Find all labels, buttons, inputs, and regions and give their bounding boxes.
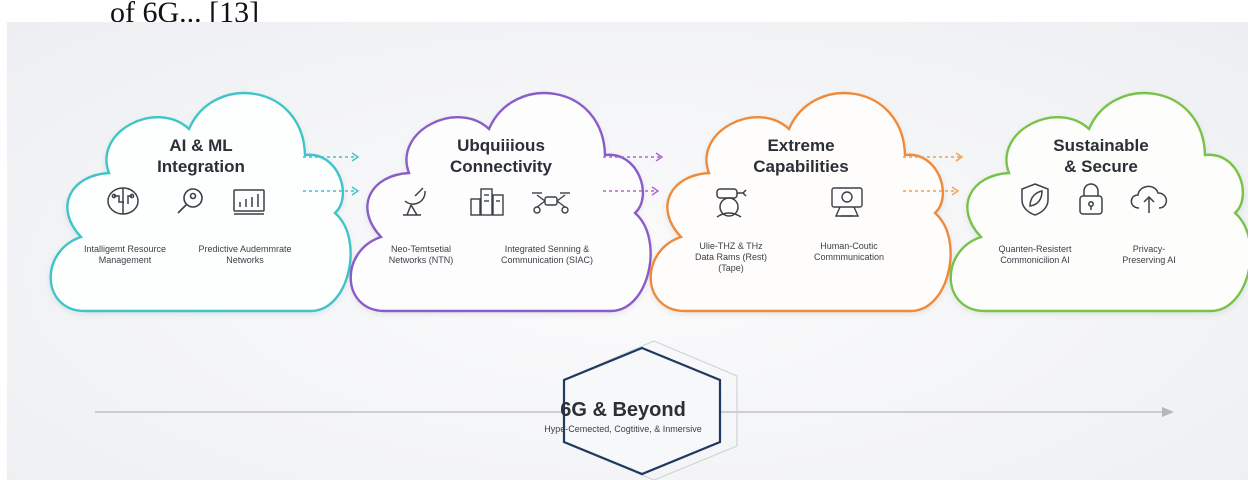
svg-text:Human-Coutic: Human-Coutic (820, 241, 878, 251)
cloud-title-line: AI & ML (169, 136, 232, 155)
magnifier-icon (177, 188, 203, 214)
drone-icon (532, 192, 570, 214)
cloud-label-line: Intalligemt Resource (84, 244, 166, 254)
svg-text:Capabilities: Capabilities (753, 157, 848, 176)
cloud-label-line: Preserving AI (1122, 255, 1176, 265)
hub-hexagon (562, 346, 722, 476)
cloud-label-line: Privacy- (1133, 244, 1166, 254)
svg-text:(Tape): (Tape) (718, 263, 744, 273)
diagram-canvas: AI & ML Integration Intalligemt Resource… (7, 22, 1248, 480)
cloud-outline (949, 92, 1248, 313)
hub-subtitle: Hype-Cemected, Cogtitive, & Inmersive (544, 424, 702, 434)
cloud-label-line: Predictive Audemmrate (198, 244, 291, 254)
svg-text:Sustainable: Sustainable (1053, 136, 1148, 155)
hologram-icon (831, 187, 863, 217)
connector-3-4 (903, 152, 964, 196)
svg-text:Quanten-Resistert: Quanten-Resistert (998, 244, 1072, 254)
padlock-icon (1079, 183, 1103, 215)
svg-text:Networks: Networks (226, 255, 264, 265)
cloud-extreme-capabilities: Extreme Capabilities Ulie-THZ & THz Data… (649, 92, 952, 313)
cloud-label-line: Networks (226, 255, 264, 265)
diagram-svg: AI & ML Integration Intalligemt Resource… (49, 92, 1248, 480)
cloud-label-line: Data Rams (Rest) (695, 252, 767, 262)
cloud-outline (649, 92, 952, 313)
svg-text:Intalligemt Resource: Intalligemt Resource (84, 244, 166, 254)
hub-title: 6G & Beyond (560, 399, 686, 421)
cloud-outline (349, 92, 652, 313)
svg-text:Data Rams (Rest): Data Rams (Rest) (695, 252, 767, 262)
svg-text:Integration: Integration (157, 157, 245, 176)
cloud-label-line: (Tape) (718, 263, 744, 273)
satellite-dish-icon (403, 187, 426, 216)
cloud-title-line: Sustainable (1053, 136, 1148, 155)
cloud-label-line: Integrated Senning & (505, 244, 590, 254)
cloud-title-line: & Secure (1064, 157, 1138, 176)
svg-text:Integrated Senning &: Integrated Senning & (505, 244, 590, 254)
svg-text:Predictive Audemmrate: Predictive Audemmrate (198, 244, 291, 254)
cloud-title-line: Extreme (767, 136, 834, 155)
cloud-label-line: Networks (NTN) (389, 255, 454, 265)
svg-text:Privacy-: Privacy- (1133, 244, 1166, 254)
svg-text:Extreme: Extreme (767, 136, 834, 155)
leaf-shield-icon (1021, 183, 1049, 216)
cloud-label-line: Neo-Temtsetial (391, 244, 451, 254)
cloud-label-line: Commonicilion AI (1000, 255, 1070, 265)
cloud-label-line: Communication (SIAC) (501, 255, 593, 265)
svg-text:Ubquiiious: Ubquiiious (457, 136, 545, 155)
cloud-title-line: Connectivity (450, 157, 553, 176)
svg-text:Networks (NTN): Networks (NTN) (389, 255, 454, 265)
cloud-ai-ml: AI & ML Integration Intalligemt Resource… (49, 92, 352, 313)
vr-headset-icon (716, 188, 747, 218)
svg-text:Communication (SIAC): Communication (SIAC) (501, 255, 593, 265)
cloud-label-line: Quanten-Resistert (998, 244, 1072, 254)
buildings-icon (470, 188, 504, 216)
cloud-label-line: Human-Coutic (820, 241, 878, 251)
svg-text:AI & ML: AI & ML (169, 136, 232, 155)
svg-text:Preserving AI: Preserving AI (1122, 255, 1176, 265)
cloud-label-line: Ulie-THZ & THz (699, 241, 763, 251)
connector-1-2 (303, 152, 360, 196)
cloud-title-line: Ubquiiious (457, 136, 545, 155)
hub-6g-beyond: 6G & Beyond Hype-Cemected, Cogtitive, & … (544, 340, 738, 480)
connector-2-3 (603, 152, 664, 196)
svg-text:& Secure: & Secure (1064, 157, 1138, 176)
cloud-title-line: Capabilities (753, 157, 848, 176)
cloud-sustainable-secure: Sustainable & Secure Quanten-Resistert C… (949, 92, 1248, 313)
analytics-chart-icon (233, 189, 265, 215)
svg-text:Neo-Temtsetial: Neo-Temtsetial (391, 244, 451, 254)
cloud-title-line: Integration (157, 157, 245, 176)
cloud-upload-icon (1130, 185, 1168, 213)
svg-text:Management: Management (99, 255, 152, 265)
svg-text:Ulie-THZ & THz: Ulie-THZ & THz (699, 241, 763, 251)
brain-circuit-icon (107, 187, 139, 215)
cloud-ubiquitous-connectivity: Ubquiiious Connectivity Neo-Temtsetial N… (349, 92, 652, 313)
cloud-label-line: Commmunication (814, 252, 884, 262)
svg-text:Connectivity: Connectivity (450, 157, 553, 176)
svg-text:Commonicilion AI: Commonicilion AI (1000, 255, 1070, 265)
cloud-label-line: Management (99, 255, 152, 265)
svg-text:Commmunication: Commmunication (814, 252, 884, 262)
